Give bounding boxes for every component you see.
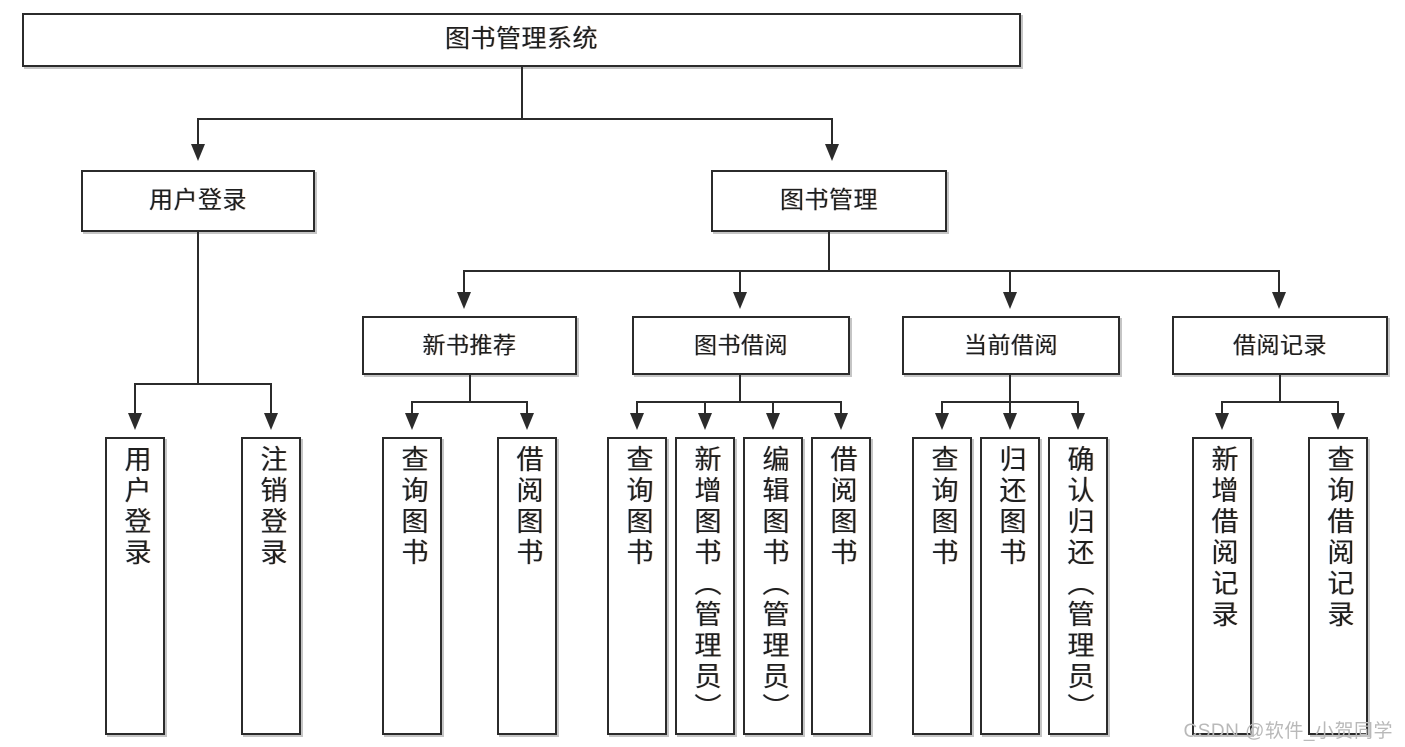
node-label: 用户登录 bbox=[149, 186, 247, 214]
arrowhead-cb-query bbox=[935, 413, 949, 430]
leaf-logout[interactable]: 注销登录 bbox=[241, 437, 301, 735]
arrowhead-br-query bbox=[1331, 413, 1345, 430]
connector-drop-br-add bbox=[1221, 401, 1223, 415]
leaf-newbook-query-book[interactable]: 查询图书 bbox=[382, 437, 442, 735]
connector-drop-cb-return bbox=[1009, 401, 1011, 415]
node-label: 归还图书 bbox=[995, 445, 1026, 569]
connector-book-manage-trunk bbox=[828, 232, 830, 271]
connector-drop-user-login bbox=[197, 118, 199, 146]
node-label: 查询图书 bbox=[927, 445, 958, 569]
connector-book-manage-bus bbox=[463, 270, 1280, 272]
arrowhead-br-add bbox=[1215, 413, 1229, 430]
arrowhead-book-borrow bbox=[733, 292, 747, 309]
leaf-record-query[interactable]: 查询借阅记录 bbox=[1308, 437, 1368, 735]
node-label: 查询图书 bbox=[397, 445, 428, 569]
node-label: 图书管理系统 bbox=[444, 25, 598, 54]
leaf-record-add[interactable]: 新增借阅记录 bbox=[1192, 437, 1252, 735]
connector-root-trunk bbox=[521, 67, 523, 119]
node-label: 编辑图书（管理员） bbox=[758, 445, 789, 724]
arrowhead-bb-borrow bbox=[834, 413, 848, 430]
node-label: 借阅记录 bbox=[1233, 331, 1327, 358]
connector-new-book-trunk bbox=[469, 375, 471, 402]
leaf-borrow-edit-book[interactable]: 编辑图书（管理员） bbox=[743, 437, 803, 735]
connector-new-book-bus bbox=[411, 401, 528, 403]
node-label: 借阅图书 bbox=[826, 445, 857, 569]
node-borrow-record[interactable]: 借阅记录 bbox=[1172, 316, 1388, 375]
connector-drop-cb-query bbox=[941, 401, 943, 415]
node-new-book-recommend[interactable]: 新书推荐 bbox=[362, 316, 577, 375]
leaf-current-return-book[interactable]: 归还图书 bbox=[980, 437, 1040, 735]
arrowhead-user-login bbox=[191, 144, 205, 161]
node-label: 新增图书（管理员） bbox=[690, 445, 721, 724]
node-label: 图书借阅 bbox=[694, 331, 788, 358]
node-root-system[interactable]: 图书管理系统 bbox=[22, 13, 1021, 67]
connector-borrow-record-trunk bbox=[1279, 375, 1281, 402]
arrowhead-nb-query bbox=[405, 413, 419, 430]
leaf-newbook-borrow-book[interactable]: 借阅图书 bbox=[497, 437, 557, 735]
leaf-current-query-book[interactable]: 查询图书 bbox=[912, 437, 972, 735]
arrowhead-nb-borrow bbox=[520, 413, 534, 430]
node-label: 图书管理 bbox=[780, 186, 878, 214]
connector-user-login-trunk bbox=[197, 232, 199, 384]
node-label: 注销登录 bbox=[256, 445, 287, 569]
node-label: 用户登录 bbox=[120, 445, 151, 569]
arrowhead-new-book bbox=[457, 292, 471, 309]
arrowhead-current-borrow bbox=[1003, 292, 1017, 309]
connector-borrow-record-bus bbox=[1221, 401, 1339, 403]
arrowhead-leaf-user-login bbox=[128, 413, 142, 430]
arrowhead-book-manage bbox=[825, 144, 839, 161]
connector-drop-bb-edit bbox=[772, 401, 774, 415]
node-label: 查询图书 bbox=[622, 445, 653, 569]
connector-drop-cb-confirm bbox=[1077, 401, 1079, 415]
connector-drop-leaf-user-login bbox=[134, 383, 136, 415]
connector-drop-br-query bbox=[1337, 401, 1339, 415]
connector-drop-nb-query bbox=[411, 401, 413, 415]
arrowhead-bb-edit bbox=[766, 413, 780, 430]
node-book-manage[interactable]: 图书管理 bbox=[711, 170, 947, 232]
node-label: 当前借阅 bbox=[964, 331, 1058, 358]
connector-drop-borrow-record bbox=[1278, 270, 1280, 294]
arrowhead-cb-return bbox=[1003, 413, 1017, 430]
node-label: 新书推荐 bbox=[422, 331, 517, 358]
node-label: 新增借阅记录 bbox=[1207, 445, 1238, 631]
connector-drop-new-book bbox=[463, 270, 465, 294]
leaf-borrow-add-book[interactable]: 新增图书（管理员） bbox=[675, 437, 735, 735]
connector-book-borrow-bus bbox=[636, 401, 841, 403]
connector-drop-current-borrow bbox=[1009, 270, 1011, 294]
connector-current-borrow-trunk bbox=[1009, 375, 1011, 402]
arrowhead-bb-query bbox=[630, 413, 644, 430]
leaf-borrow-query-book[interactable]: 查询图书 bbox=[607, 437, 667, 735]
node-label: 借阅图书 bbox=[512, 445, 543, 569]
leaf-current-confirm-return[interactable]: 确认归还（管理员） bbox=[1048, 437, 1108, 735]
node-current-borrow[interactable]: 当前借阅 bbox=[902, 316, 1120, 375]
connector-drop-nb-borrow bbox=[526, 401, 528, 415]
connector-root-bus bbox=[197, 118, 833, 120]
connector-book-borrow-trunk bbox=[739, 375, 741, 402]
node-label: 确认归还（管理员） bbox=[1063, 445, 1094, 724]
leaf-borrow-borrow-book[interactable]: 借阅图书 bbox=[811, 437, 871, 735]
connector-drop-bb-add bbox=[704, 401, 706, 415]
arrowhead-cb-confirm bbox=[1071, 413, 1085, 430]
node-book-borrow[interactable]: 图书借阅 bbox=[632, 316, 850, 375]
leaf-user-login[interactable]: 用户登录 bbox=[105, 437, 165, 735]
node-user-login[interactable]: 用户登录 bbox=[81, 170, 315, 232]
connector-drop-bb-borrow bbox=[840, 401, 842, 415]
connector-drop-book-manage bbox=[831, 118, 833, 146]
connector-drop-bb-query bbox=[636, 401, 638, 415]
connector-drop-leaf-logout bbox=[270, 383, 272, 415]
arrowhead-borrow-record bbox=[1272, 292, 1286, 309]
arrowhead-bb-add bbox=[698, 413, 712, 430]
connector-drop-book-borrow bbox=[739, 270, 741, 294]
node-label: 查询借阅记录 bbox=[1323, 445, 1354, 631]
arrowhead-leaf-logout bbox=[264, 413, 278, 430]
connector-user-login-bus bbox=[134, 383, 270, 385]
